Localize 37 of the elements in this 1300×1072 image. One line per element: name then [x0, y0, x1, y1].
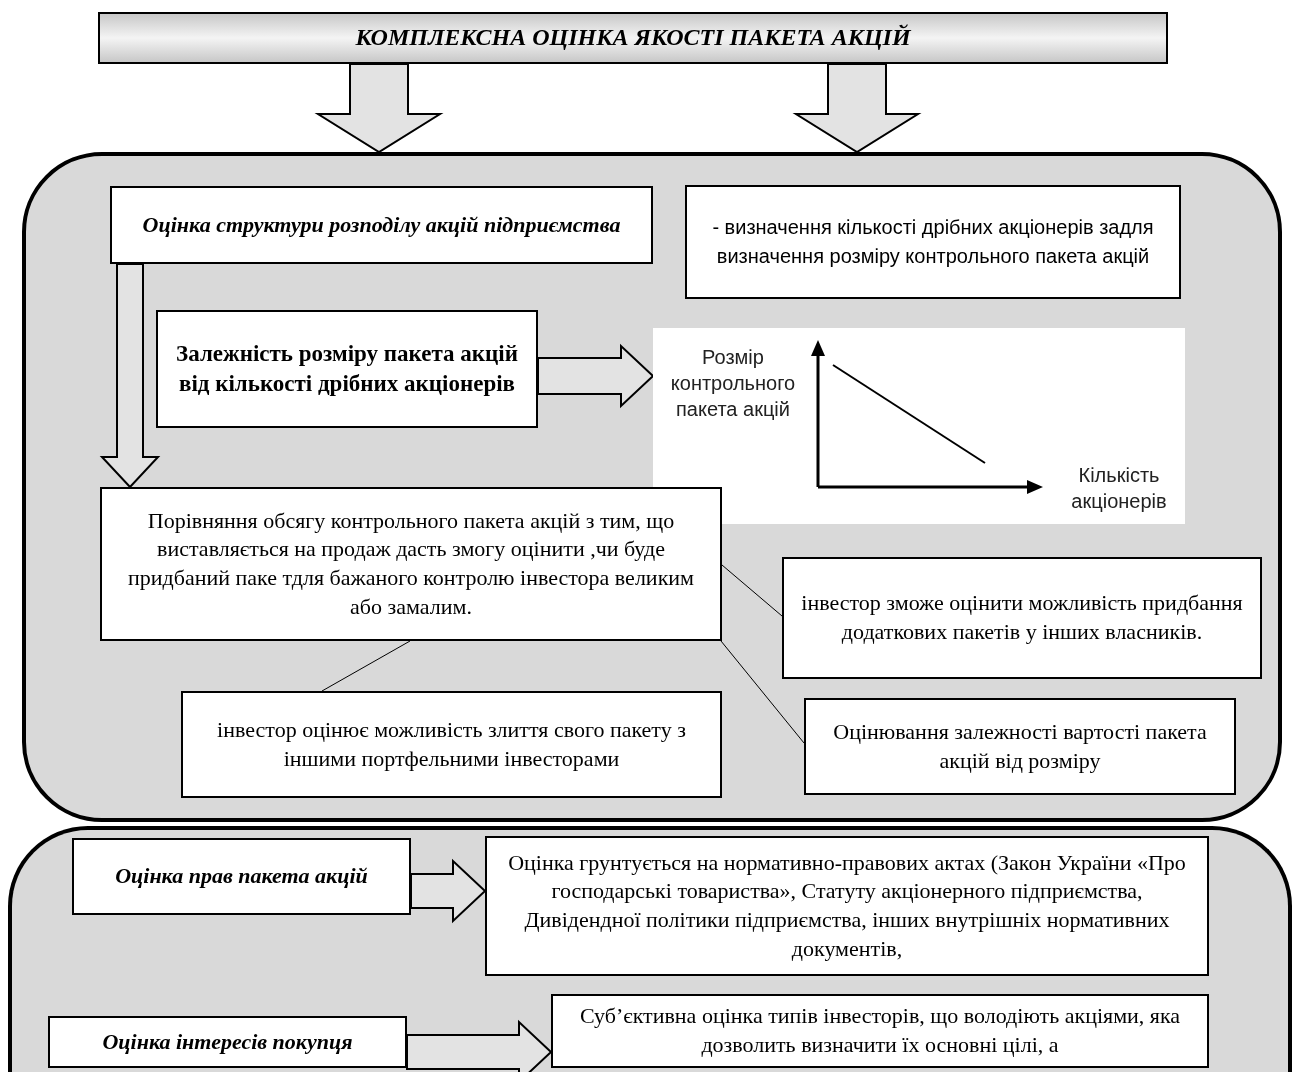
text-box: [804, 698, 1236, 795]
block-arrow: [406, 1019, 553, 1072]
box-text: Оцінка структури розподілу акцій підприємства: [142, 210, 621, 239]
text-box: [485, 836, 1209, 976]
box-text: - визначення кількості дрібних акціонерів задля визначення розміру контрольного пакета акцій: [711, 215, 1155, 269]
heading-box: [156, 310, 538, 428]
text-box: [551, 994, 1209, 1068]
box-text: Суб’єктивна оцінка типів інвесторів, що володіють акціями, яка дозволить визначити їх основні цілі, а: [578, 1002, 1182, 1059]
block-arrow: [537, 343, 655, 409]
box-text: інвестор зможе оцінити можливість придбання додаткових пакетів у інших власників.: [800, 589, 1244, 646]
box-text: Оцінювання залежності вартості пакета акцій від розміру: [832, 717, 1208, 775]
block-arrow: [314, 63, 444, 154]
title-text: КОМПЛЕКСНА ОЦІНКА ЯКОСТІ ПАКЕТА АКЦІЙ: [355, 23, 911, 53]
box-text: Оцінка інтересів покупця: [102, 1027, 353, 1056]
block-arrow: [792, 63, 922, 154]
text-box: [782, 557, 1262, 679]
group-panel: [8, 826, 1292, 1072]
text-box: [685, 185, 1181, 299]
text-box: [181, 691, 722, 798]
box-text: Залежність розміру пакета акцій від кількості дрібних акціонерів: [175, 340, 519, 398]
box-text: інвестор оцінює можливість злиття свого пакету з іншими портфельними інвесторами: [216, 715, 687, 773]
heading-box: [72, 838, 411, 915]
box-text: Порівняння обсягу контрольного пакета акцій з тим, що виставляється на продаж дасть змогу оцінити ,чи буде придбаний паке тдля бажаного контролю інвестора великим або замалим.: [126, 506, 696, 621]
box-text: Оцінка грунтується на нормативно-правових актах (Закон України «Про господарські товариства», Статуту акціонерного підприємства, Дивідендної політики підприємства, інших внутрішніх нормативних документів,: [507, 848, 1187, 963]
connector-line: [721, 564, 783, 617]
axis-label: Розмір контрольного пакета акцій: [669, 345, 797, 422]
title-bar: [98, 12, 1168, 64]
group-panel: [22, 152, 1282, 822]
block-arrow: [99, 263, 161, 489]
axis-label: Кількість акціонерів: [1070, 463, 1168, 514]
heading-box: [48, 1016, 407, 1068]
connector-line: [720, 640, 805, 744]
block-arrow: [410, 858, 487, 924]
text-box: [100, 487, 722, 641]
heading-box: [110, 186, 653, 264]
box-text: Оцінка прав пакета акцій: [115, 862, 368, 891]
connector-line: [321, 640, 411, 692]
